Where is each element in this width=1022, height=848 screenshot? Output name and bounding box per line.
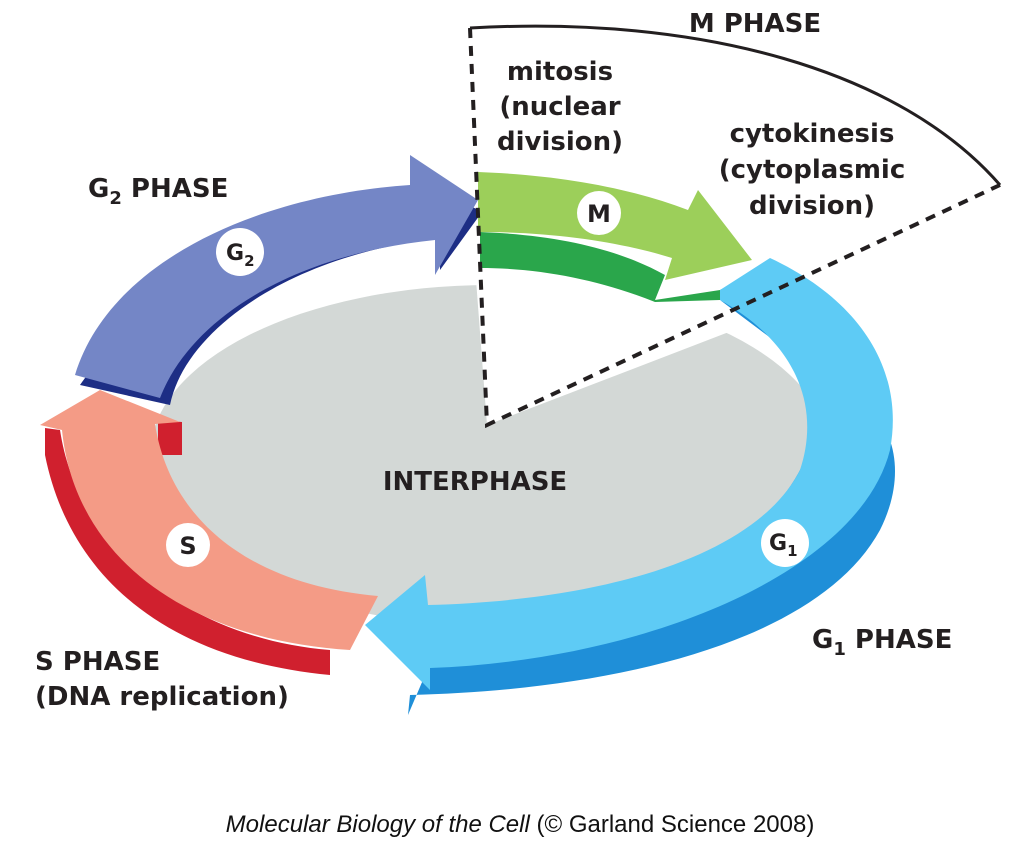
g1-badge: G1 (761, 519, 809, 567)
m-badge: M (577, 191, 621, 235)
g1-phase-label: G1 PHASE (812, 625, 952, 660)
cytokinesis-label: cytokinesis (cytoplasmic division) (719, 119, 906, 221)
interphase-label: INTERPHASE (383, 467, 567, 497)
svg-text:(DNA replication): (DNA replication) (35, 682, 289, 712)
svg-text:(cytoplasmic: (cytoplasmic (719, 155, 906, 185)
g2-phase-arrow (75, 155, 482, 405)
s-badge: S (166, 523, 210, 567)
s-phase-label: S PHASE (DNA replication) (35, 647, 289, 712)
svg-text:(nuclear: (nuclear (499, 92, 620, 122)
g1-phase-arrow (365, 258, 895, 715)
mitosis-label: mitosis (nuclear division) (497, 57, 623, 157)
m-phase-arc (469, 24, 1002, 186)
svg-text:S PHASE: S PHASE (35, 647, 160, 677)
svg-text:division): division) (749, 191, 875, 221)
svg-text:division): division) (497, 127, 623, 157)
svg-text:cytokinesis: cytokinesis (730, 119, 895, 149)
svg-text:M: M (587, 200, 611, 228)
svg-text:mitosis: mitosis (507, 57, 613, 87)
m-phase-label: M PHASE (689, 9, 821, 39)
m-phase-dashed-boundary (468, 27, 1001, 429)
s-phase-arrow (40, 390, 378, 675)
interphase-disk (150, 285, 830, 625)
g2-phase-label: G2 PHASE (88, 174, 228, 209)
svg-text:G1: G1 (769, 531, 798, 560)
g2-badge: G2 (216, 228, 264, 276)
svg-text:S: S (179, 532, 196, 560)
svg-text:G2: G2 (226, 241, 255, 270)
caption: Molecular Biology of the Cell (© Garland… (226, 811, 815, 838)
